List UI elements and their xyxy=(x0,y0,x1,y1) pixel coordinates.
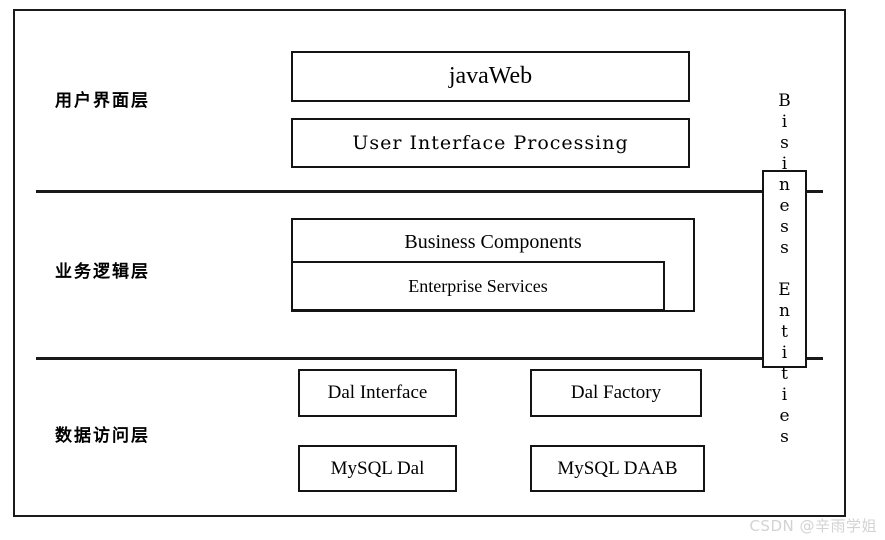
box-dal-factory: Dal Factory xyxy=(530,369,702,417)
box-dal-interface: Dal Interface xyxy=(298,369,457,417)
box-business-entities-label: Bisiness Entities xyxy=(774,90,795,448)
tier-divider-presentation-business xyxy=(36,190,823,193)
tier-label-data-access: 数据访问层 xyxy=(55,426,150,446)
watermark: CSDN @辛雨学姐 xyxy=(749,517,877,535)
tier-label-presentation: 用户界面层 xyxy=(55,91,150,111)
tier-label-business: 业务逻辑层 xyxy=(55,262,150,282)
box-mysql-daab: MySQL DAAB xyxy=(530,445,705,492)
box-mysql-dal: MySQL Dal xyxy=(298,445,457,492)
box-javaweb: javaWeb xyxy=(291,51,690,102)
box-enterprise-services: Enterprise Services xyxy=(291,261,665,311)
tier-divider-business-data xyxy=(36,357,823,360)
box-business-entities: Bisiness Entities xyxy=(762,91,807,448)
box-user-interface-processing: User Interface Processing xyxy=(291,118,690,168)
